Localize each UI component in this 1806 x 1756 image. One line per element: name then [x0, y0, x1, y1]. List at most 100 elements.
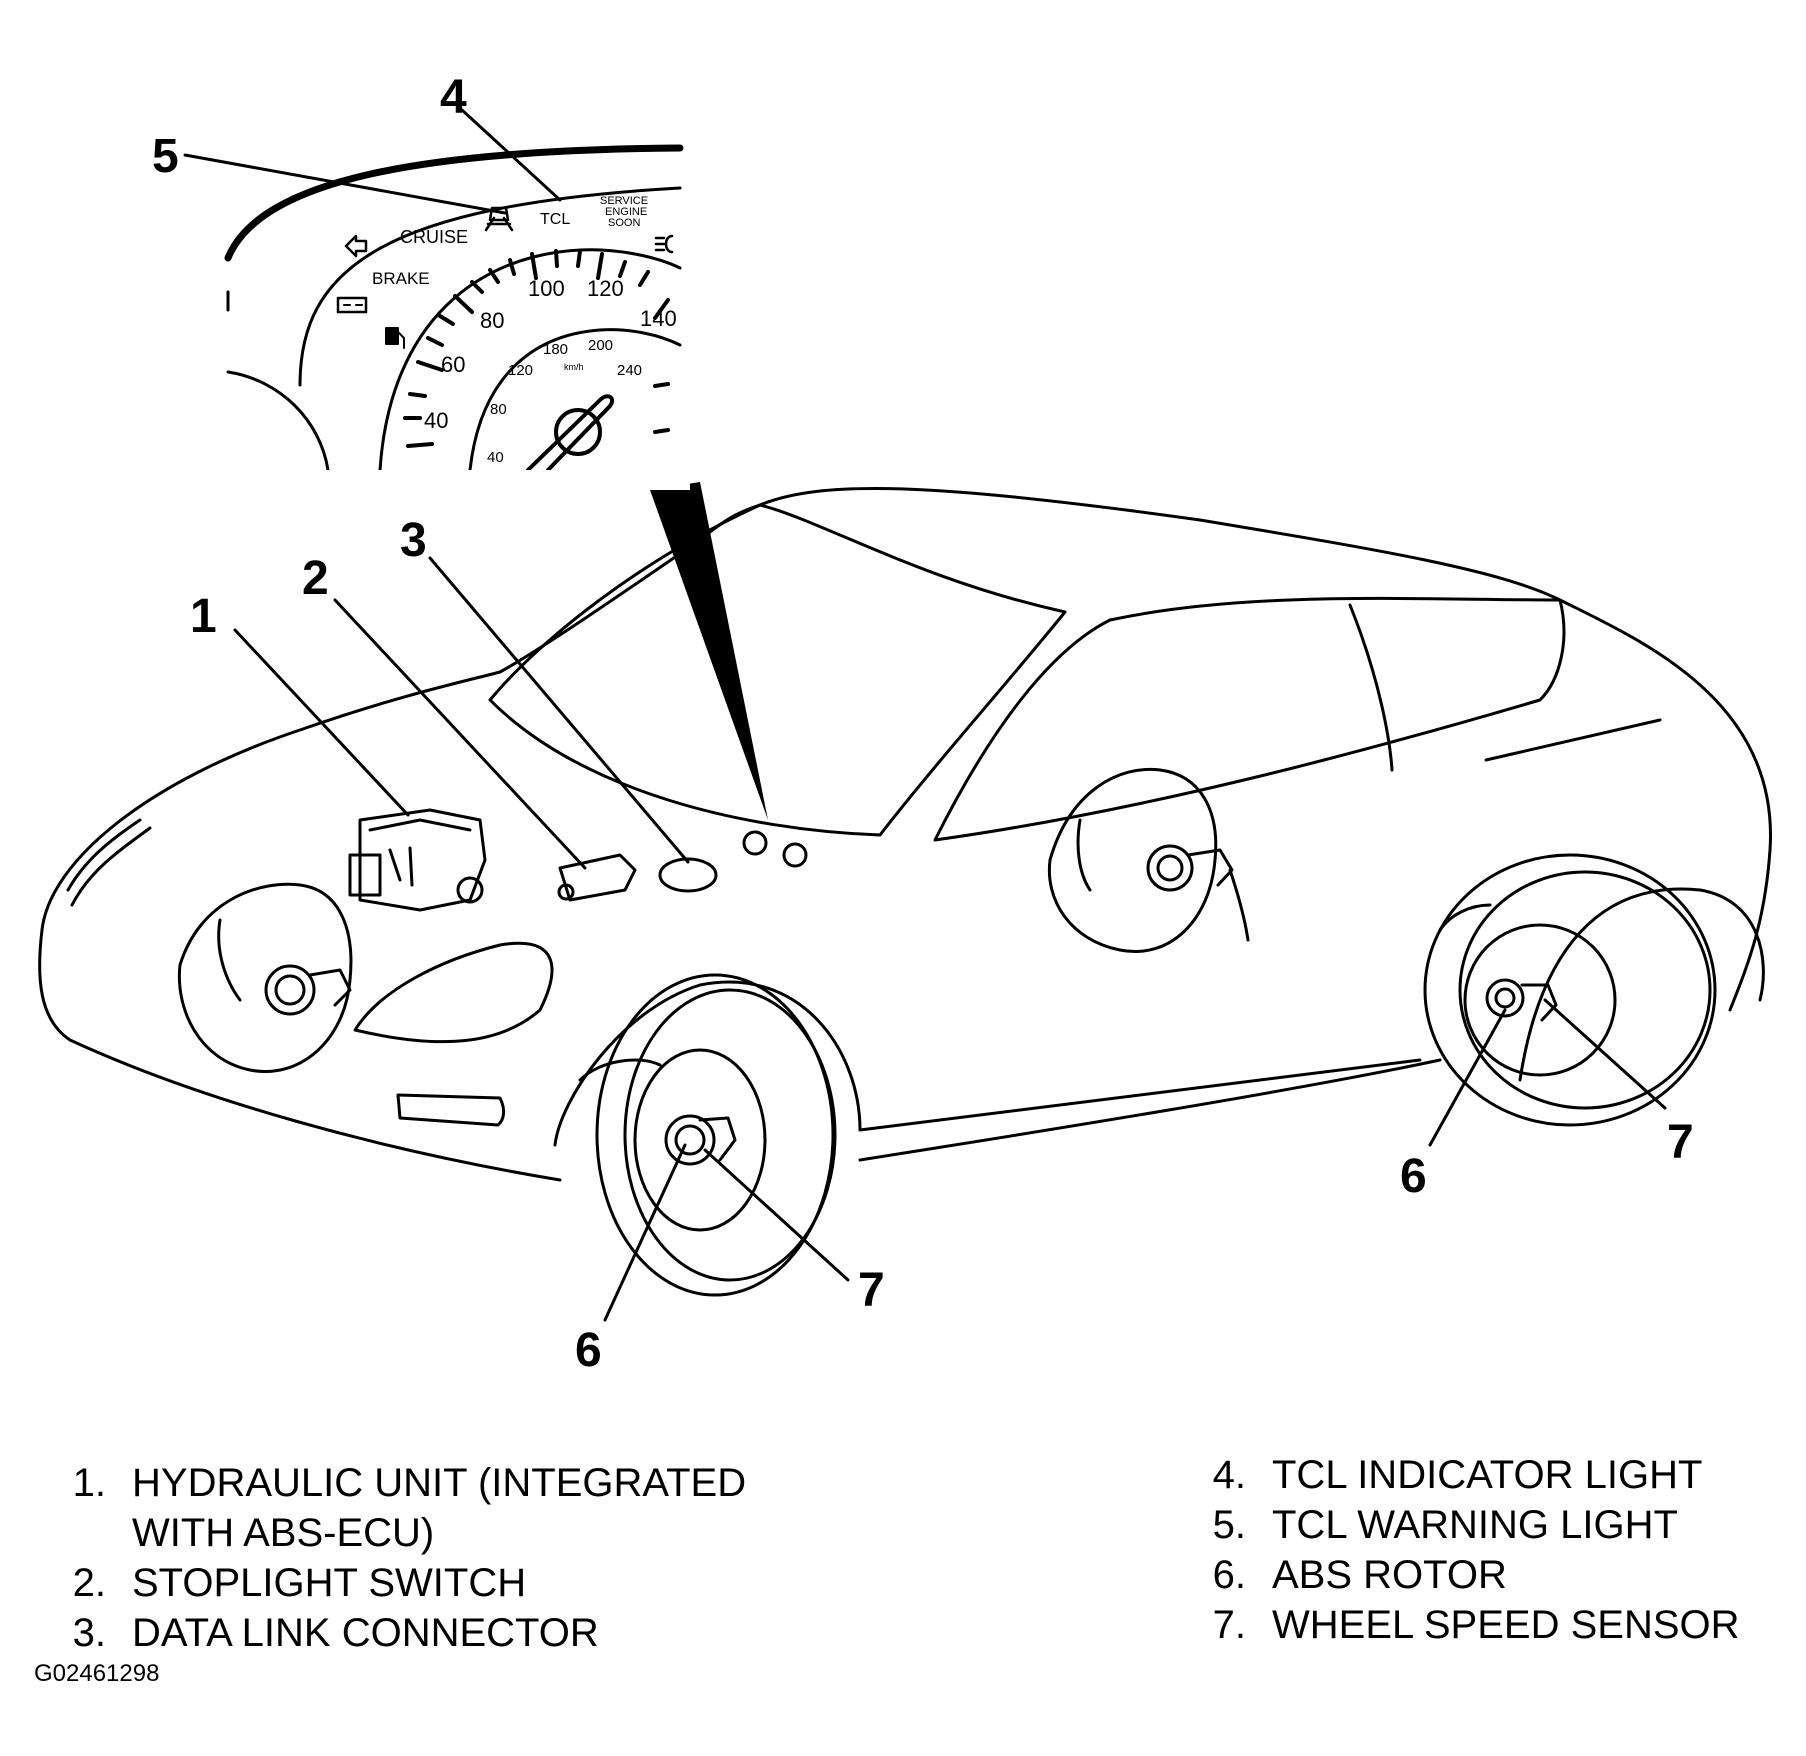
- dash-knob-right: [782, 842, 808, 868]
- kmh-unit: km/h: [564, 362, 584, 372]
- mph-tick-140: 140: [640, 306, 677, 331]
- tcl-label: TCL: [540, 211, 570, 228]
- mph-tick-120: 120: [587, 276, 624, 301]
- leader-7-front: [703, 1148, 850, 1282]
- legend-text: WITH ABS-ECU): [132, 1511, 435, 1555]
- car-headlight: [353, 941, 554, 1044]
- car-hood-front: [40, 670, 502, 932]
- speedometer-needle: [526, 394, 615, 472]
- cluster-bezel-left: [226, 370, 330, 472]
- car-rear-fender: [1518, 887, 1765, 1082]
- needle-hub: [554, 408, 602, 456]
- leader-2: [333, 598, 587, 870]
- callout-3: 3: [400, 514, 427, 567]
- mph-tick-80: 80: [480, 308, 504, 333]
- service-label-1: SERVICE: [600, 195, 648, 207]
- legend-number: 2.: [72, 1561, 106, 1605]
- hydraulic-unit: [348, 808, 487, 912]
- service-label-3: SOON: [608, 217, 640, 229]
- abs-rotor-rear: [1485, 978, 1525, 1018]
- legend-number: [60, 1508, 132, 1558]
- legend-item-3: 3.DATA LINK CONNECTOR: [60, 1608, 746, 1658]
- car-windshield: [488, 503, 1067, 837]
- legend-text: TCL WARNING LIGHT: [1272, 1503, 1678, 1547]
- figure-code: G02461298: [34, 1660, 160, 1687]
- stoplight-switch: [557, 853, 637, 902]
- leader-lines: [183, 108, 1667, 1322]
- legend-right: 4. TCL INDICATOR LIGHT 5. TCL WARNING LIGH…: [1200, 1450, 1740, 1650]
- legend-number: 1.: [72, 1461, 106, 1505]
- legend-left: 1. HYDRAULIC UNIT (INTEGRATED WITH ABS-EC…: [60, 1458, 746, 1658]
- legend-text: HYDRAULIC UNIT (INTEGRATED: [132, 1461, 747, 1505]
- kmh-tick-80: 80: [490, 401, 507, 418]
- callout-7-front: 7: [858, 1264, 885, 1317]
- brake-label: BRAKE: [372, 269, 430, 288]
- inset-bottom-mask: [210, 470, 690, 490]
- car-side-window: [933, 596, 1566, 842]
- car-rear: [1558, 598, 1772, 1012]
- callout-6-front: 6: [575, 1324, 602, 1377]
- callout-6-rear: 6: [1400, 1150, 1427, 1203]
- legend-number: 4.: [1212, 1453, 1246, 1497]
- kmh-tick-120: 120: [508, 362, 533, 379]
- right-front-wheel: [578, 973, 837, 1297]
- car-beltline: [553, 980, 1422, 1147]
- data-link-connector: [658, 857, 718, 893]
- cluster-hood-inner: [298, 186, 682, 387]
- battery-icon: [336, 296, 368, 314]
- legend-number: 3.: [72, 1611, 106, 1655]
- kmh-tick-240: 240: [617, 362, 642, 379]
- car-door-line: [1484, 718, 1662, 762]
- legend-item-2: 2.STOPLIGHT SWITCH: [60, 1558, 746, 1608]
- legend-item-1-cont: WITH ABS-ECU): [60, 1508, 746, 1558]
- cruise-label: CRUISE: [400, 227, 468, 247]
- turn-signal-icon: [344, 234, 368, 258]
- legend-text: TCL INDICATOR LIGHT: [1272, 1453, 1703, 1497]
- wheel-speed-sensor-front: [698, 1116, 737, 1162]
- speedometer-inner-arc: [468, 328, 682, 472]
- speedometer-rim: [378, 248, 682, 472]
- kmh-tick-200: 200: [588, 337, 613, 354]
- leader-5: [183, 153, 507, 215]
- legend-number: 6.: [1212, 1553, 1246, 1597]
- car-body: [38, 486, 1772, 1182]
- legend-item-1: 1. HYDRAULIC UNIT (INTEGRATED: [60, 1458, 746, 1508]
- callout-1: 1: [190, 590, 217, 643]
- dash-knob-left: [742, 830, 768, 856]
- abs-rotor-front: [664, 1114, 716, 1166]
- fuel-pump-icon: [385, 327, 399, 345]
- left-rear-brake-assembly: [1047, 767, 1250, 953]
- car-rocker: [858, 1058, 1442, 1162]
- callout-7-rear: 7: [1667, 1116, 1694, 1169]
- left-front-brake-assembly: [177, 882, 353, 1073]
- mph-tick-100: 100: [528, 276, 565, 301]
- kmh-tick-40: 40: [487, 449, 504, 466]
- legend-item-4: 4. TCL INDICATOR LIGHT: [1200, 1450, 1740, 1500]
- instrument-cluster-inset: [224, 144, 684, 472]
- leader-1: [233, 628, 410, 817]
- mph-tick-60: 60: [441, 352, 465, 377]
- callout-numbers: 4 5 1 2 3 6 7 6 7: [152, 71, 1694, 1377]
- legend-item-7: 7.WHEEL SPEED SENSOR: [1200, 1600, 1740, 1650]
- car-front-bumper: [38, 928, 562, 1182]
- car-side-marker: [66, 818, 152, 907]
- cluster-labels: CRUISE BRAKE TCL SERVICE ENGINE SOON 40 …: [372, 195, 677, 466]
- headlamp-icon: [654, 234, 674, 254]
- leader-6-front: [603, 1143, 687, 1322]
- wheel-speed-sensor-rear: [1520, 983, 1558, 1022]
- right-rear-wheel: [1423, 853, 1717, 1127]
- mph-tick-40: 40: [424, 408, 448, 433]
- cluster-hood-outer: [224, 144, 684, 262]
- leader-3: [428, 556, 690, 864]
- legend-item-5: 5. TCL WARNING LIGHT: [1200, 1500, 1740, 1550]
- callout-2: 2: [302, 552, 329, 605]
- car-fog-light: [396, 1093, 506, 1127]
- car-roof: [758, 486, 1562, 602]
- leader-7-rear: [1543, 998, 1667, 1110]
- leader-4: [460, 108, 562, 202]
- car-b-pillar: [1348, 603, 1394, 772]
- callout-5: 5: [152, 130, 179, 183]
- legend-number: 5.: [1212, 1503, 1246, 1547]
- callout-4: 4: [440, 71, 467, 124]
